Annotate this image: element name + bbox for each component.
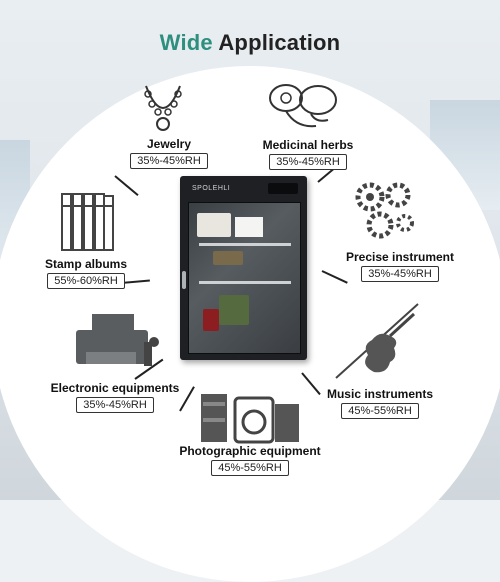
category-electronic-equipments: Electronic equipments 35%-45%RH <box>40 381 190 413</box>
cabinet-brand: SPOLEHLI <box>192 185 231 192</box>
cabinet-glass-door <box>188 202 301 354</box>
printer-icon <box>76 314 159 366</box>
category-name: Electronic equipments <box>50 381 180 395</box>
cabinet-shelf <box>199 281 291 284</box>
cabinet-item <box>219 295 249 325</box>
category-stamp-albums: Stamp albums 55%-60%RH <box>36 257 136 289</box>
category-name: Photographic equipment <box>179 444 321 458</box>
camera-icon <box>201 394 299 444</box>
category-name: Precise instrument <box>345 250 455 264</box>
category-jewelry: Jewelry 35%-45%RH <box>124 137 214 169</box>
category-music-instruments: Music instruments 45%-55%RH <box>320 387 440 419</box>
cabinet-item <box>197 213 231 237</box>
flower-icon <box>269 84 337 128</box>
cabinet-item <box>203 309 219 331</box>
binders-icon <box>61 193 114 251</box>
category-rh: 35%-45%RH <box>269 154 347 170</box>
category-name: Stamp albums <box>44 257 128 271</box>
cabinet-item <box>235 217 263 237</box>
category-rh: 35%-45%RH <box>76 397 154 413</box>
category-name: Music instruments <box>326 387 434 401</box>
category-rh: 45%-55%RH <box>211 460 289 476</box>
category-name: Medicinal herbs <box>262 138 354 152</box>
category-rh: 45%-55%RH <box>341 403 419 419</box>
cabinet-handle <box>182 271 186 289</box>
violin-icon <box>335 303 419 379</box>
dry-cabinet: SPOLEHLI <box>180 176 307 360</box>
category-medicinal-herbs: Medicinal herbs 35%-45%RH <box>258 138 358 170</box>
category-precise-instrument: Precise instrument 35%-45%RH <box>340 250 460 282</box>
title-rest: Application <box>218 30 341 55</box>
category-rh: 35%-45%RH <box>361 266 439 282</box>
category-name: Jewelry <box>146 137 192 151</box>
title-accent: Wide <box>159 30 213 55</box>
control-panel <box>268 183 298 194</box>
necklace-icon <box>144 85 182 131</box>
category-photographic-equipment: Photographic equipment 45%-55%RH <box>170 444 330 476</box>
cabinet-shelf <box>199 243 291 246</box>
cabinet-item <box>213 251 243 265</box>
page-title: Wide Application <box>0 30 500 56</box>
gears-icon <box>355 182 414 239</box>
category-rh: 55%-60%RH <box>47 273 125 289</box>
category-rh: 35%-45%RH <box>130 153 208 169</box>
